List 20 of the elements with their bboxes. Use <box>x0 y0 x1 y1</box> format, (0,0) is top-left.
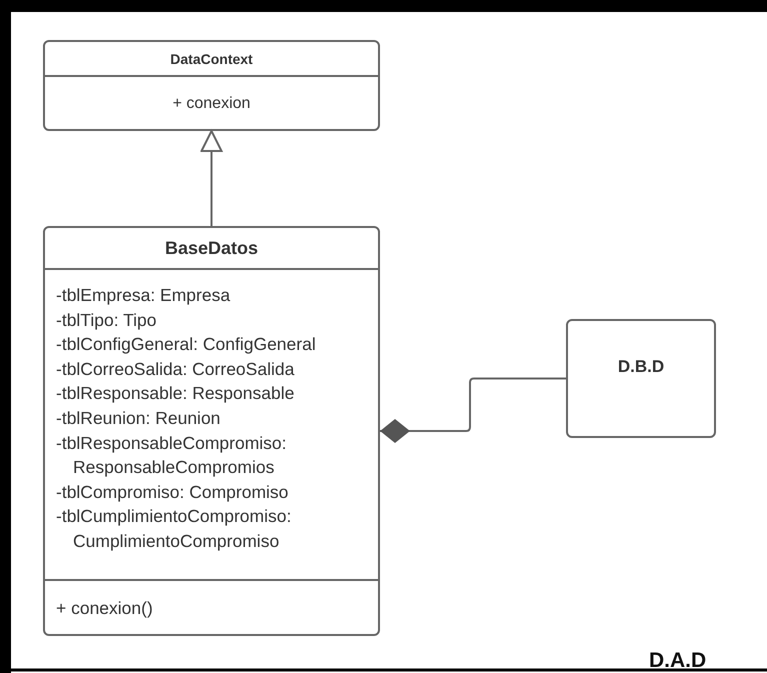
inheritance-arrow <box>200 130 222 226</box>
class-name: BaseDatos <box>164 238 258 258</box>
class-name: DataContext <box>170 50 253 66</box>
attribute-text: -tblConfigGeneral: ConfigGeneral <box>56 333 317 356</box>
method-text: + conexion() <box>56 597 154 620</box>
attribute-text: -tblCompromiso: Compromiso <box>56 480 290 504</box>
class-box <box>43 226 380 636</box>
class-box <box>43 40 380 131</box>
attribute-text: -tblCorreoSalida: CorreoSalida <box>56 358 296 381</box>
attribute-text: -tblReunion: Reunion <box>56 406 222 430</box>
attribute-text: + conexion <box>172 95 250 113</box>
attribute-text: -tblResponsableCompromiso: ResponsableCompromios <box>56 432 288 480</box>
attribute-text: -tblEmpresa: Empresa <box>56 284 232 307</box>
attribute-text: -tblCumplimientoCompromiso: CumplimientoCompromiso <box>56 505 292 553</box>
class-name: D.B.D <box>618 356 664 376</box>
attribute-text: -tblTipo: Tipo <box>56 308 158 332</box>
class-box <box>566 319 716 438</box>
attribute-text: -tblResponsable: Responsable <box>56 382 296 406</box>
composition-connector <box>380 378 566 443</box>
diagram-label: D.A.D <box>649 649 706 673</box>
